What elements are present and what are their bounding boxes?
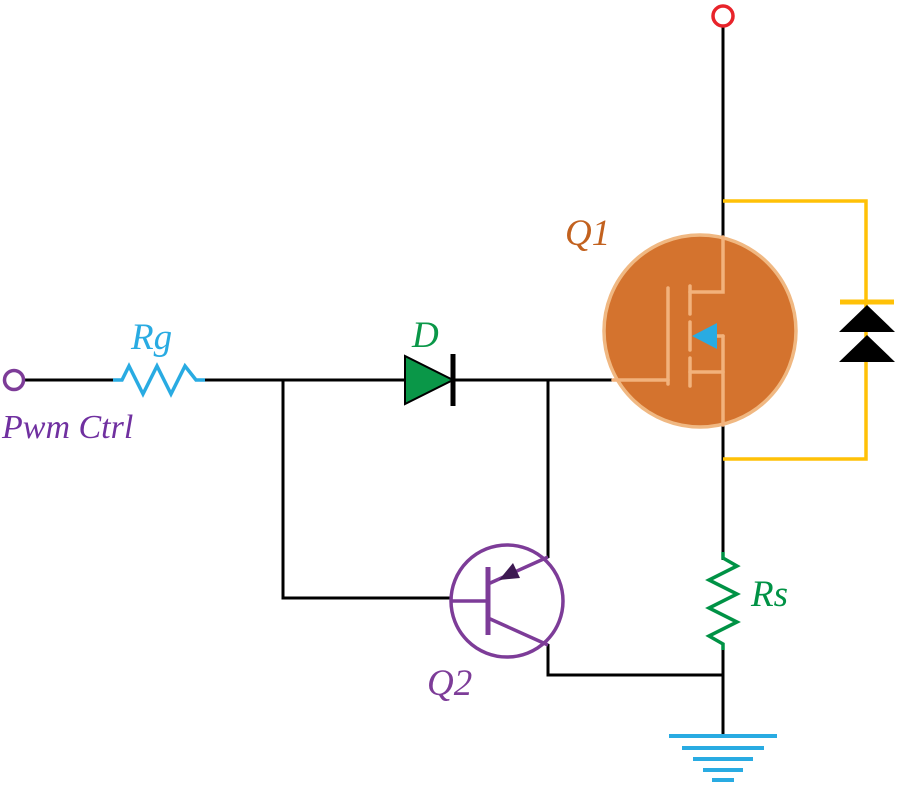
rg-resistor bbox=[113, 362, 205, 398]
wire-base-branch bbox=[281, 380, 452, 600]
q2-transistor-body bbox=[449, 543, 565, 659]
label-pwm-ctrl: Pwm Ctrl bbox=[1, 409, 133, 446]
q2-collector-lead bbox=[487, 616, 549, 647]
label-rs: Rs bbox=[750, 574, 788, 615]
rs-resistor bbox=[705, 552, 741, 650]
wire-q2-to-source-node bbox=[546, 644, 723, 677]
body-diode-triangle-upper bbox=[839, 305, 895, 332]
label-rg: Rg bbox=[130, 317, 172, 358]
q2-emitter-lead bbox=[487, 555, 549, 586]
diode-d-triangle bbox=[404, 354, 456, 406]
supply-terminal bbox=[711, 4, 735, 28]
q1-drain-lead bbox=[688, 235, 725, 294]
q1-body-arrow-icon bbox=[692, 323, 717, 349]
q1-mosfet-body bbox=[602, 233, 798, 429]
body-diode-triangle-lower bbox=[839, 335, 895, 362]
q2-transistor-symbol bbox=[452, 555, 549, 647]
ground-icon bbox=[669, 734, 777, 782]
label-d: D bbox=[411, 315, 439, 356]
label-q1: Q1 bbox=[565, 213, 610, 254]
label-q2: Q2 bbox=[427, 663, 472, 704]
pwm-input-terminal bbox=[2, 368, 26, 392]
q1-mosfet-symbol bbox=[611, 235, 725, 427]
q2-emitter-arrow-icon bbox=[499, 563, 520, 580]
